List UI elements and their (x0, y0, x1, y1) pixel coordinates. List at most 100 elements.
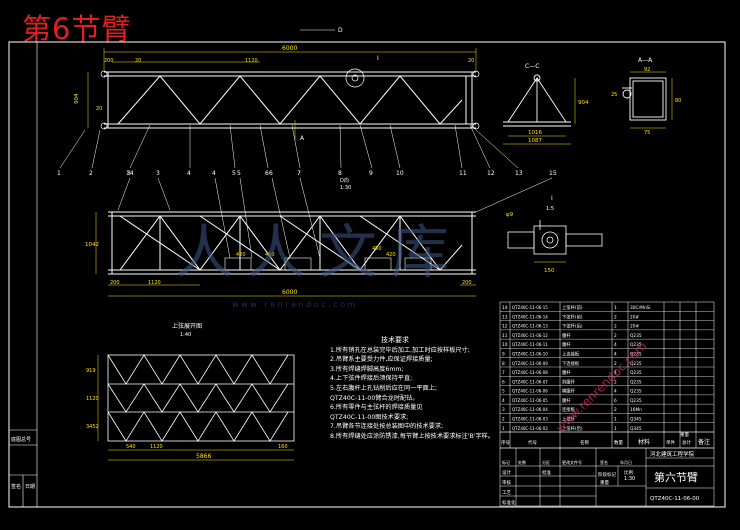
section-aa-width: 92 (644, 67, 650, 73)
bom-name: 腹杆 (562, 369, 571, 376)
sheet-inner-border (36, 41, 726, 508)
bom-name: 上弦杆(后) (562, 425, 583, 432)
arrow-d-label: D (338, 27, 343, 34)
note-2: 2.吊臂系主要受力件,应保证焊接质量; (330, 356, 433, 364)
callout-12: 12 (487, 170, 495, 177)
front-callouts (59, 124, 519, 169)
bom-material: Q235 (630, 370, 642, 376)
callout-7: 7 (297, 170, 301, 177)
callout-5: 5 (232, 170, 236, 177)
front-view-dims (87, 48, 477, 140)
unfold-bottom-2: 1120 (150, 444, 163, 450)
plan-height: 1042 (85, 242, 99, 248)
front-dim-left: 200 (104, 58, 114, 64)
plan-dims (95, 212, 476, 297)
bom-code: QTZ40C-11-06-14 (512, 314, 548, 319)
section-aa-height: 80 (675, 98, 681, 104)
bom-material: Q235 (630, 379, 642, 385)
bom-seq: 2 (502, 417, 505, 423)
section-cc-inner: 1016 (528, 130, 542, 136)
plan-panel-4: 450 (372, 246, 382, 252)
bom-name: 上弦杆 (562, 416, 576, 423)
bom-name: 腹杆 (562, 397, 571, 404)
bom-name: 腹杆 (562, 332, 571, 339)
bom-qty: 4 (614, 342, 617, 348)
bom-seq: 4 (502, 398, 505, 404)
unfold-left-2: 1120 (86, 396, 99, 402)
bom-code: QTZ40C-11-06-09 (512, 361, 548, 366)
bom-material: 16Mn (630, 407, 642, 413)
plan-panel-2: 450 (265, 252, 275, 258)
bom-h-weight: 重量 (680, 431, 689, 438)
unfold-scale: 1:40 (180, 332, 191, 338)
tb-rev-sign: 签名 (600, 459, 608, 465)
plan-callout-7: 7 (297, 170, 301, 177)
bom-code: QTZ40C-11-06-05 (512, 398, 548, 403)
bom-seq: 1 (502, 426, 505, 432)
section-aa-label: A—A (638, 57, 653, 64)
unfold-bottom-1: 540 (126, 444, 136, 450)
bom-h-unit: 单件 (666, 439, 675, 446)
section-aa-bottom: 75 (644, 130, 650, 136)
unfold-bottom-3: 160 (278, 444, 288, 450)
unfold-left-1: 919 (86, 368, 96, 374)
plan-callout-4: 4 (212, 170, 216, 177)
callout-11: 11 (459, 170, 467, 177)
bom-qty: 4 (614, 370, 617, 376)
note-4: 4.上下弦件焊接后须保持平直; (330, 375, 413, 383)
tb-standard: 标准化 (502, 499, 516, 506)
title-block (499, 447, 715, 507)
scale-value: 1:30 (624, 476, 635, 482)
bom-name: 腹杆 (562, 341, 571, 348)
bom-qty: 1 (614, 305, 617, 311)
bom-seq: 12 (502, 324, 508, 330)
bom-seq: 10 (502, 342, 508, 348)
bom-material: 20# (630, 314, 639, 320)
note-6b: QTZ40C-11-00图技术要求; (330, 413, 409, 421)
bom-material: Q235 (630, 389, 642, 395)
tb-stage: 阶段标记 (598, 471, 616, 478)
bom-name: 上连接板 (562, 351, 580, 358)
arrow-a-label: A (300, 135, 305, 142)
bom-h-remark: 备注 (698, 438, 710, 446)
detail-i-width: 150 (544, 268, 555, 274)
bom-seq: 5 (502, 389, 505, 395)
detail-mark-i: I (377, 55, 379, 62)
bom-material: Q235 (630, 342, 642, 348)
bom-code: QTZ40C-11-06-07 (512, 379, 548, 384)
section-cc (503, 74, 571, 127)
left-stamp: 底图总号 签名 日期 (9, 429, 37, 507)
tb-approve: 批准 (542, 469, 551, 476)
section-cc-outer: 1087 (528, 138, 542, 144)
bom-name: 上弦杆(前) (562, 304, 583, 311)
tb-review: 审核 (502, 479, 511, 486)
notes-title: 技术要求 (381, 336, 409, 344)
technical-notes: 技术要求 1.所有销孔在总装完毕后加工,加工时应按样板尺寸; 2.吊臂系主要受力… (330, 336, 500, 442)
callout-10: 10 (396, 170, 404, 177)
plan-panel-3: 420 (386, 252, 396, 258)
tb-rev-zone: 分区 (542, 459, 550, 465)
bom-code: QTZ40C-11-06-04 (512, 407, 548, 412)
note-3: 3.所有焊缝焊脚高度6mm; (330, 365, 404, 373)
note-5b: QTZ40C-11-00臂合龙时配钻。 (330, 394, 419, 402)
plan-callout-5: 5 (237, 170, 241, 177)
bom-code: QTZ40C-11-06-10 (512, 352, 548, 357)
tb-design: 设计 (502, 469, 511, 476)
part-name: 第六节臂 (654, 470, 698, 484)
bom-material: Q235 (630, 361, 642, 367)
bom-h-seq: 序号 (501, 439, 510, 446)
note-7: 7.吊臂各节连接处按总装图中的技术要求; (330, 423, 444, 431)
bom-name: 下连接板 (562, 360, 580, 367)
note-5: 5.左右腹杆上孔钻削后应在同一平面上; (330, 384, 437, 392)
bom-h-code: 代号 (528, 439, 537, 446)
bom-name: 下弦杆(前) (562, 313, 583, 320)
bom-qty: 2 (614, 333, 617, 339)
plan-left-bottom: 200 (110, 280, 120, 286)
front-dim-bay: 1120 (245, 58, 258, 64)
company-name: 河北建筑工程学院 (650, 450, 695, 458)
note-1: 1.所有销孔在总装完毕后加工,加工时应按样板尺寸; (330, 346, 470, 354)
plan-right-bottom: 200 (462, 280, 472, 286)
bom-seq: 8 (502, 361, 505, 367)
bom-h-total: 总计 (682, 439, 691, 446)
